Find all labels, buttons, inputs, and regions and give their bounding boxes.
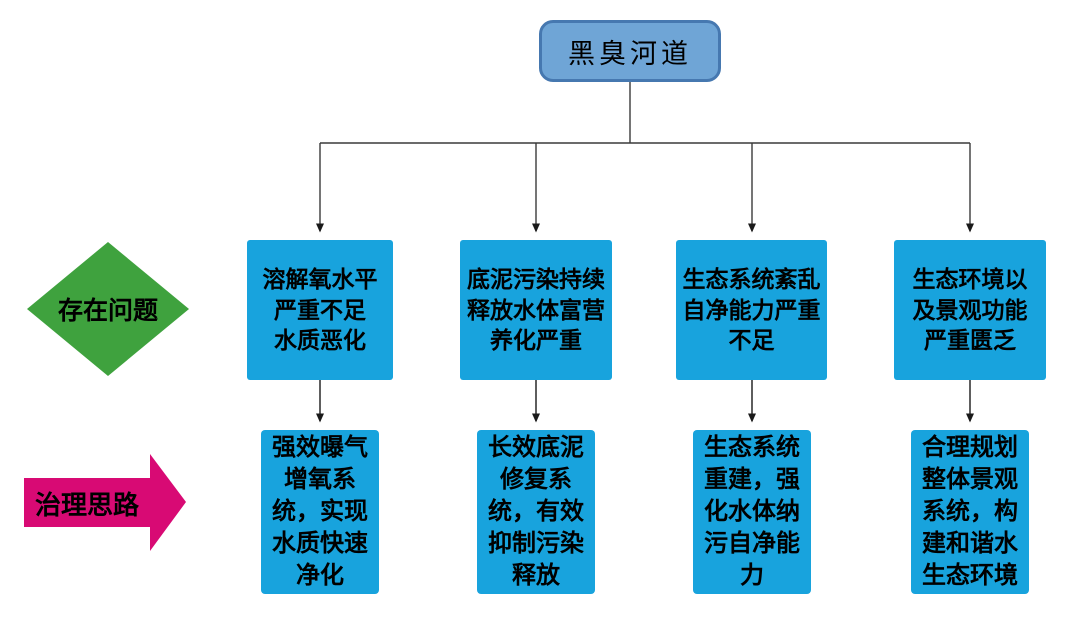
problems-diamond-label: 存在问题 <box>57 297 158 325</box>
root-node-black-smelly-river: 黑臭河道 <box>539 20 721 82</box>
treatment-arrow-shape <box>24 454 186 551</box>
problem-node-3: 生态系统紊乱 自净能力严重 不足 <box>676 240 827 380</box>
treatment-arrow-label: 治理思路 <box>34 489 139 520</box>
problem-node-2: 底泥污染持续 释放水体富营 养化严重 <box>460 240 612 380</box>
solution-node-1: 强效曝气 增氧系 统，实现 水质快速 净化 <box>261 430 379 594</box>
solution-node-2: 长效底泥 修复系 统，有效 抑制污染 释放 <box>477 430 595 594</box>
problem-node-4: 生态环境以 及景观功能 严重匮乏 <box>894 240 1046 380</box>
problem-node-1: 溶解氧水平 严重不足 水质恶化 <box>247 240 393 380</box>
problems-diamond-shape <box>27 242 189 376</box>
solution-node-4: 合理规划 整体景观 系统，构 建和谐水 生态环境 <box>911 430 1029 594</box>
solution-node-3: 生态系统 重建，强 化水体纳 污自净能 力 <box>693 430 811 594</box>
